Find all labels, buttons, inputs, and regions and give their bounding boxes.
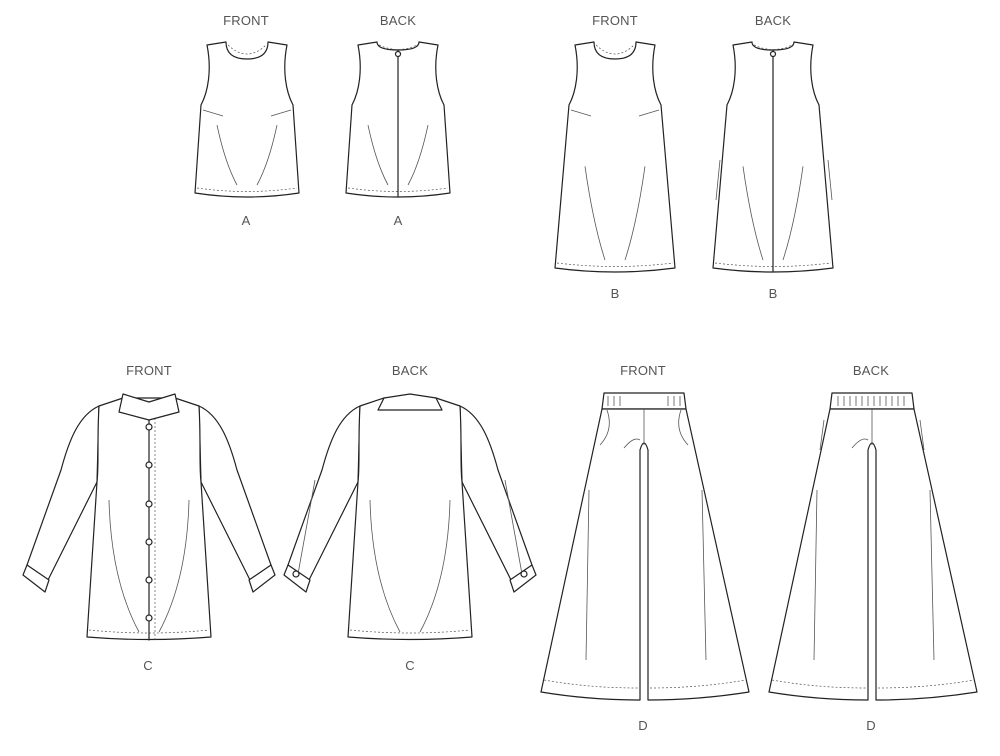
a-back-fold-left (367, 124, 389, 186)
letter-label-a-back: A (393, 213, 403, 228)
c-front-button-3 (145, 500, 153, 508)
letter-label-b-back: B (768, 286, 778, 301)
d-back-crotch-fold (851, 438, 869, 449)
d-back-legs (768, 408, 978, 701)
letter-label-b-front: B (610, 286, 620, 301)
a-front-neck-stitch (227, 44, 267, 55)
b-back-hem-stitch (714, 262, 832, 267)
letter-label-a-front: A (241, 213, 251, 228)
b-front-dart-right (638, 109, 660, 117)
c-front-button-6 (145, 614, 153, 622)
c-front-sleeve-right (198, 405, 272, 583)
c-back-plackets (297, 479, 523, 575)
b-front-hem-stitch (556, 262, 674, 267)
c-back-body (347, 397, 473, 641)
d-front-crotch-fold (623, 438, 641, 449)
c-front-button-5 (145, 576, 153, 584)
view-label-a-back: BACK (379, 13, 417, 28)
d-front-hem-stitch (543, 679, 747, 689)
c-front-button-1 (145, 423, 153, 431)
c-front-button-4 (145, 538, 153, 546)
c-front-folds (108, 499, 190, 633)
c-back-hem-stitch (349, 629, 471, 634)
a-front-fold-left (216, 124, 238, 186)
d-front-waistband (601, 392, 687, 410)
d-back-waistband (829, 392, 915, 410)
letter-label-d-back: D (866, 718, 876, 733)
b-front-fold-left (584, 166, 606, 261)
d-front-creases (585, 489, 707, 661)
c-back-sleeve-right (459, 405, 533, 583)
d-back-hem-stitch (771, 679, 975, 689)
view-label-d-back: BACK (852, 363, 890, 378)
b-front-fold-right (624, 166, 646, 261)
c-front-collar (118, 393, 180, 421)
d-back-creases (813, 489, 935, 661)
b-front-neck-stitch (595, 44, 635, 55)
b-back-button (769, 50, 777, 58)
view-label-c-front: FRONT (126, 363, 172, 378)
view-label-b-back: BACK (754, 13, 792, 28)
c-back-cuff-left (283, 564, 311, 593)
b-back-fold-left (742, 166, 764, 261)
b-back-pocket-lines (715, 159, 833, 201)
a-front-hem-stitch (196, 187, 298, 192)
c-back-cuff-button-right (520, 570, 528, 578)
a-front-dart-left (202, 109, 224, 117)
d-front-pockets (599, 409, 689, 446)
b-back-fold-right (782, 166, 804, 261)
c-back-cuff-right (509, 564, 537, 593)
a-back-hem-stitch (347, 187, 449, 192)
a-back-fold-right (407, 124, 429, 186)
a-front-fold-right (256, 124, 278, 186)
c-back-sleeve-left (287, 405, 361, 583)
letter-label-c-front: C (143, 658, 153, 673)
view-label-a-front: FRONT (223, 13, 269, 28)
a-back-button (394, 50, 402, 58)
a-front-dart-right (270, 109, 292, 117)
letter-label-c-back: C (405, 658, 415, 673)
d-front-legs (540, 408, 750, 701)
c-front-sleeve-left (26, 405, 100, 583)
view-label-b-front: FRONT (592, 13, 638, 28)
d-back-side-pockets (819, 419, 925, 451)
c-back-collar (377, 393, 443, 411)
c-front-button-2 (145, 461, 153, 469)
c-back-cuff-button-left (292, 570, 300, 578)
c-front-cuff-left (22, 564, 50, 593)
view-label-d-front: FRONT (620, 363, 666, 378)
c-back-folds (369, 499, 451, 633)
view-label-c-back: BACK (391, 363, 429, 378)
b-front-outline (554, 41, 676, 273)
letter-label-d-front: D (638, 718, 648, 733)
b-front-dart-left (570, 109, 592, 117)
a-front-outline (194, 41, 300, 198)
c-front-cuff-right (248, 564, 276, 593)
